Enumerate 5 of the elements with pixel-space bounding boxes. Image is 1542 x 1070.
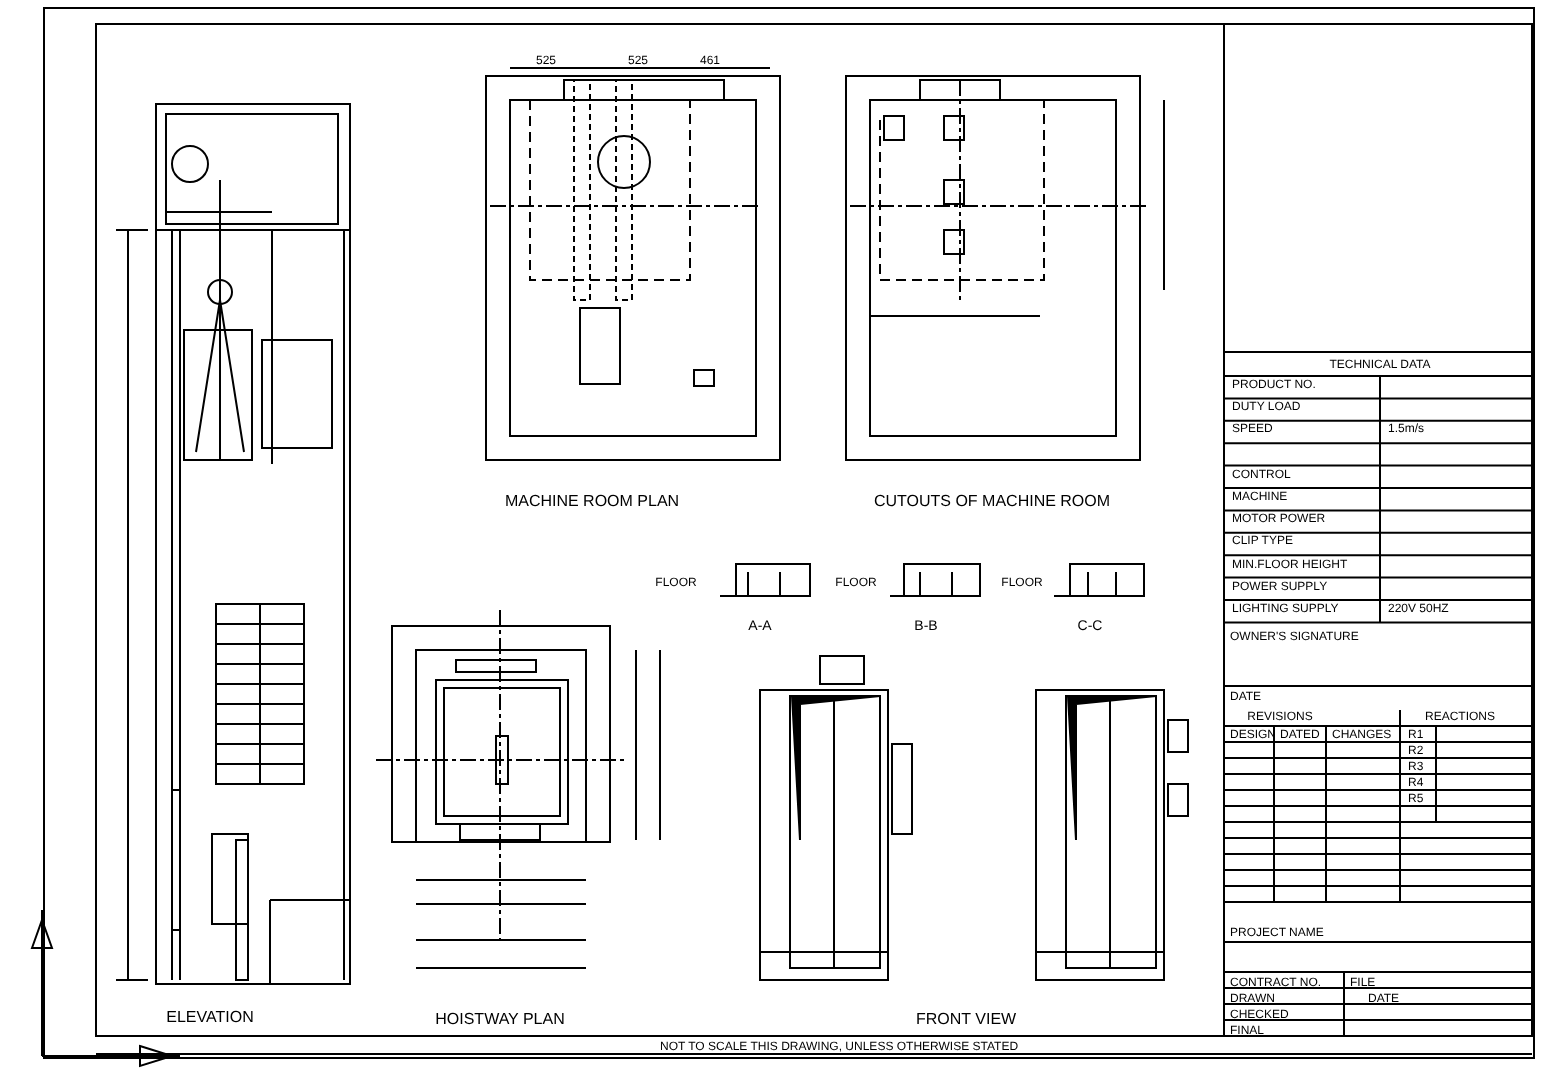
view-title: ELEVATION <box>166 1010 254 1026</box>
view-title: MACHINE ROOM PLAN <box>504 494 680 510</box>
view-title: FRONT VIEW <box>916 1012 1017 1028</box>
view-title: CUTOUTS OF MACHINE ROOM <box>873 494 1111 510</box>
view-title: HOISTWAY PLAN <box>435 1012 565 1028</box>
